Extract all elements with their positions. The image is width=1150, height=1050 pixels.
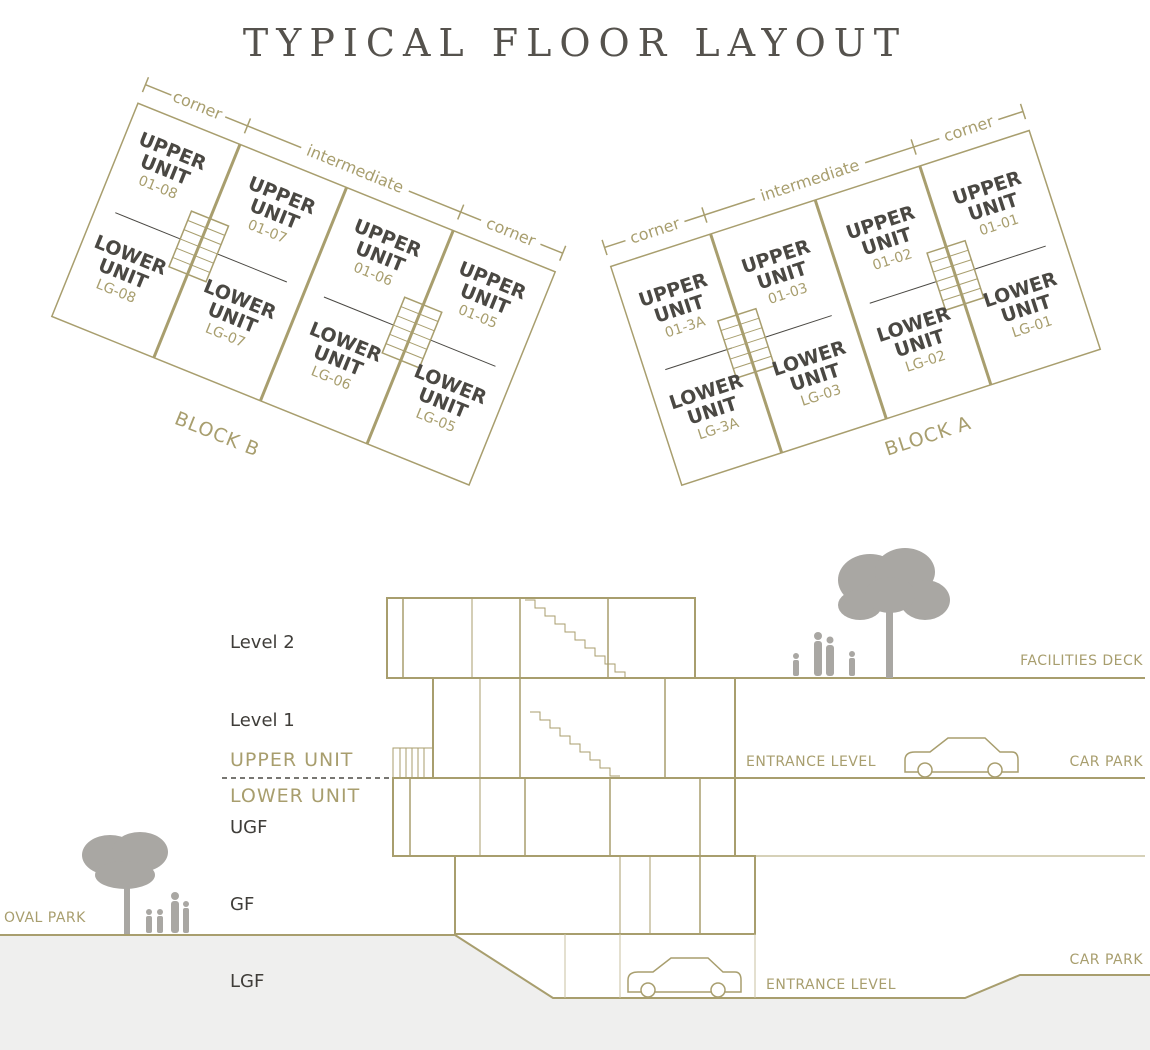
entrance-level-upper-label: ENTRANCE LEVEL xyxy=(746,754,876,770)
block-b-plan: corner intermediate corner xyxy=(50,76,567,487)
tree-icon xyxy=(82,832,168,934)
ground-line xyxy=(0,934,1150,999)
block-a-unit-01-02: UPPER UNIT 01-02 LOWER UNIT LG-02 xyxy=(843,201,953,375)
building-level-gf xyxy=(454,855,756,935)
block-b-stair-2 xyxy=(381,296,443,369)
section-view: Level 2 Level 1 UPPER UNIT LOWER UNIT UG… xyxy=(0,548,1150,1050)
facilities-deck-label: FACILITIES DECK xyxy=(1020,653,1143,669)
car-park-lower-label: CAR PARK xyxy=(1069,952,1143,968)
lgf-label: LGF xyxy=(230,971,264,992)
car-park-upper-label: CAR PARK xyxy=(1069,754,1143,770)
lower-unit-label: LOWER UNIT xyxy=(230,785,360,807)
block-a-unit-01-3a: UPPER UNIT 01-3A LOWER UNIT LG-3A xyxy=(636,269,746,444)
block-a-stair-2 xyxy=(926,239,985,312)
block-b-corner-label-right: corner xyxy=(484,213,539,250)
block-a-label: BLOCK A xyxy=(882,412,974,461)
building-level-2 xyxy=(386,597,696,679)
block-a-unit-01-03: UPPER UNIT 01-03 LOWER UNIT LG-03 xyxy=(739,235,849,409)
car-icon xyxy=(627,957,742,998)
block-b-intermediate-label: intermediate xyxy=(304,141,407,197)
entrance-level-lower-label: ENTRANCE LEVEL xyxy=(766,977,896,993)
block-b-unit-01-05: UPPER UNIT 01-05 LOWER UNIT LG-05 xyxy=(411,257,530,436)
upper-unit-label: UPPER UNIT xyxy=(230,749,353,771)
oval-park-label: OVAL PARK xyxy=(4,910,86,926)
people-icon xyxy=(146,892,189,933)
gf-label: GF xyxy=(230,894,254,915)
people-icon xyxy=(793,632,855,676)
level-1-label: Level 1 xyxy=(230,710,295,731)
block-a-plan: corner intermediate corner xyxy=(601,103,1102,487)
tree-icon xyxy=(838,548,950,678)
block-a-outline xyxy=(609,129,1102,487)
car-icon xyxy=(904,737,1019,778)
block-b-unit-01-08: UPPER UNIT 01-08 LOWER UNIT LG-08 xyxy=(91,128,210,307)
block-b-label: BLOCK B xyxy=(172,407,263,461)
level-2-label: Level 2 xyxy=(230,632,295,653)
ugf-label: UGF xyxy=(230,817,267,838)
block-b-corner-label-left: corner xyxy=(170,87,225,124)
building-level-lgf xyxy=(455,933,756,998)
block-a-unit-01-01: UPPER UNIT 01-01 LOWER UNIT LG-01 xyxy=(950,167,1060,341)
building-level-ugf xyxy=(392,777,1145,857)
block-a-stair-1 xyxy=(716,307,776,380)
page-title: TYPICAL FLOOR LAYOUT xyxy=(243,21,907,65)
entrance-railing xyxy=(392,747,434,779)
block-b-unit-01-06: UPPER UNIT 01-06 LOWER UNIT LG-06 xyxy=(306,215,425,394)
block-a-dimension-line: corner intermediate corner xyxy=(601,103,1027,256)
block-b-stair-1 xyxy=(167,210,230,283)
block-b-unit-01-07: UPPER UNIT 01-07 LOWER UNIT LG-07 xyxy=(200,172,319,351)
ground-fill xyxy=(0,935,1150,1050)
